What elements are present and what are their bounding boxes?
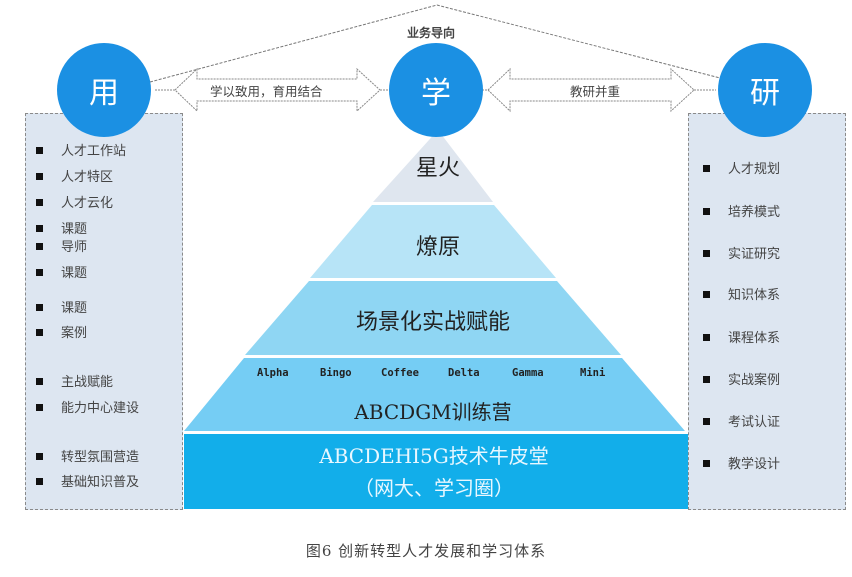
use-panel xyxy=(25,113,183,510)
figure-caption: 图6 创新转型人才发展和学习体系 xyxy=(305,542,547,560)
list-item: 基础知识普及 xyxy=(36,471,139,490)
research-panel xyxy=(688,113,846,510)
list-item: 实证研究 xyxy=(703,243,780,262)
learn-research-label: 教研并重 xyxy=(570,84,621,99)
camp-mini: Mini xyxy=(580,367,606,379)
list-item: 案例 xyxy=(36,322,87,341)
bullet-icon xyxy=(36,378,43,385)
tier-label-scenario-empowerment: 场景化实战赋能 xyxy=(355,310,510,335)
pyramid-tier-prairie-fire xyxy=(310,205,556,278)
tier-label-tech-hall: ABCDEHI5G技术牛皮堂 xyxy=(319,444,549,468)
pyramid-tier-tech-hall xyxy=(184,434,688,509)
business-orientation-label: 业务导向 xyxy=(407,26,456,40)
list-item: 人才工作站 xyxy=(36,140,126,159)
tier-label-training-camp: ABCDGM训练营 xyxy=(354,400,512,424)
bullet-icon xyxy=(36,269,43,276)
list-item: 教学设计 xyxy=(703,453,780,472)
tier-label-prairie-fire: 燎原 xyxy=(415,235,460,260)
list-item: 培养模式 xyxy=(703,201,780,220)
bullet-icon xyxy=(36,199,43,206)
bullet-icon xyxy=(703,376,710,383)
list-item: 课题 xyxy=(36,297,87,316)
bullet-icon xyxy=(36,478,43,485)
use-learn-label: 学以致用，育用结合 xyxy=(210,84,323,99)
bullet-icon xyxy=(36,147,43,154)
node-research: 研 xyxy=(718,43,812,137)
list-item: 课题 xyxy=(36,218,87,237)
bullet-icon xyxy=(703,334,710,341)
pyramid-tier-scenario-empowerment xyxy=(245,281,621,355)
bullet-icon xyxy=(703,208,710,215)
bullet-icon xyxy=(36,304,43,311)
camp-bingo: Bingo xyxy=(320,367,352,379)
tier-label-tech-hall-sub: （网大、学习圈） xyxy=(354,476,514,500)
double-arrow-learn-research xyxy=(487,67,695,113)
tier-label-spark: 星火 xyxy=(415,156,460,181)
bullet-icon xyxy=(703,291,710,298)
bullet-icon xyxy=(703,418,710,425)
bullet-icon xyxy=(703,165,710,172)
list-item: 课程体系 xyxy=(703,327,780,346)
bullet-icon xyxy=(703,250,710,257)
node-use: 用 xyxy=(57,43,151,137)
list-item: 能力中心建设 xyxy=(36,397,139,416)
bullet-icon xyxy=(36,453,43,460)
list-item: 考试认证 xyxy=(703,411,780,430)
list-item: 人才特区 xyxy=(36,166,113,185)
business-orientation-line xyxy=(149,4,721,83)
bullet-icon xyxy=(36,173,43,180)
list-item: 实战案例 xyxy=(703,369,780,388)
bullet-icon xyxy=(36,225,43,232)
list-item: 知识体系 xyxy=(703,284,780,303)
bullet-icon xyxy=(36,243,43,250)
bullet-icon xyxy=(36,329,43,336)
list-item: 导师 xyxy=(36,236,87,255)
list-item: 人才云化 xyxy=(36,192,113,211)
camp-coffee: Coffee xyxy=(381,367,419,379)
list-item: 转型氛围营造 xyxy=(36,446,139,465)
bullet-icon xyxy=(36,404,43,411)
bullet-icon xyxy=(703,460,710,467)
list-item: 主战赋能 xyxy=(36,371,113,390)
camp-alpha: Alpha xyxy=(257,367,289,379)
list-item: 人才规划 xyxy=(703,158,780,177)
pyramid-tier-spark xyxy=(373,130,493,202)
node-learn: 学 xyxy=(389,43,483,137)
camp-gamma: Gamma xyxy=(512,367,544,379)
pyramid-tier-training-camp xyxy=(184,358,685,431)
camp-delta: Delta xyxy=(448,367,480,379)
list-item: 课题 xyxy=(36,262,87,281)
